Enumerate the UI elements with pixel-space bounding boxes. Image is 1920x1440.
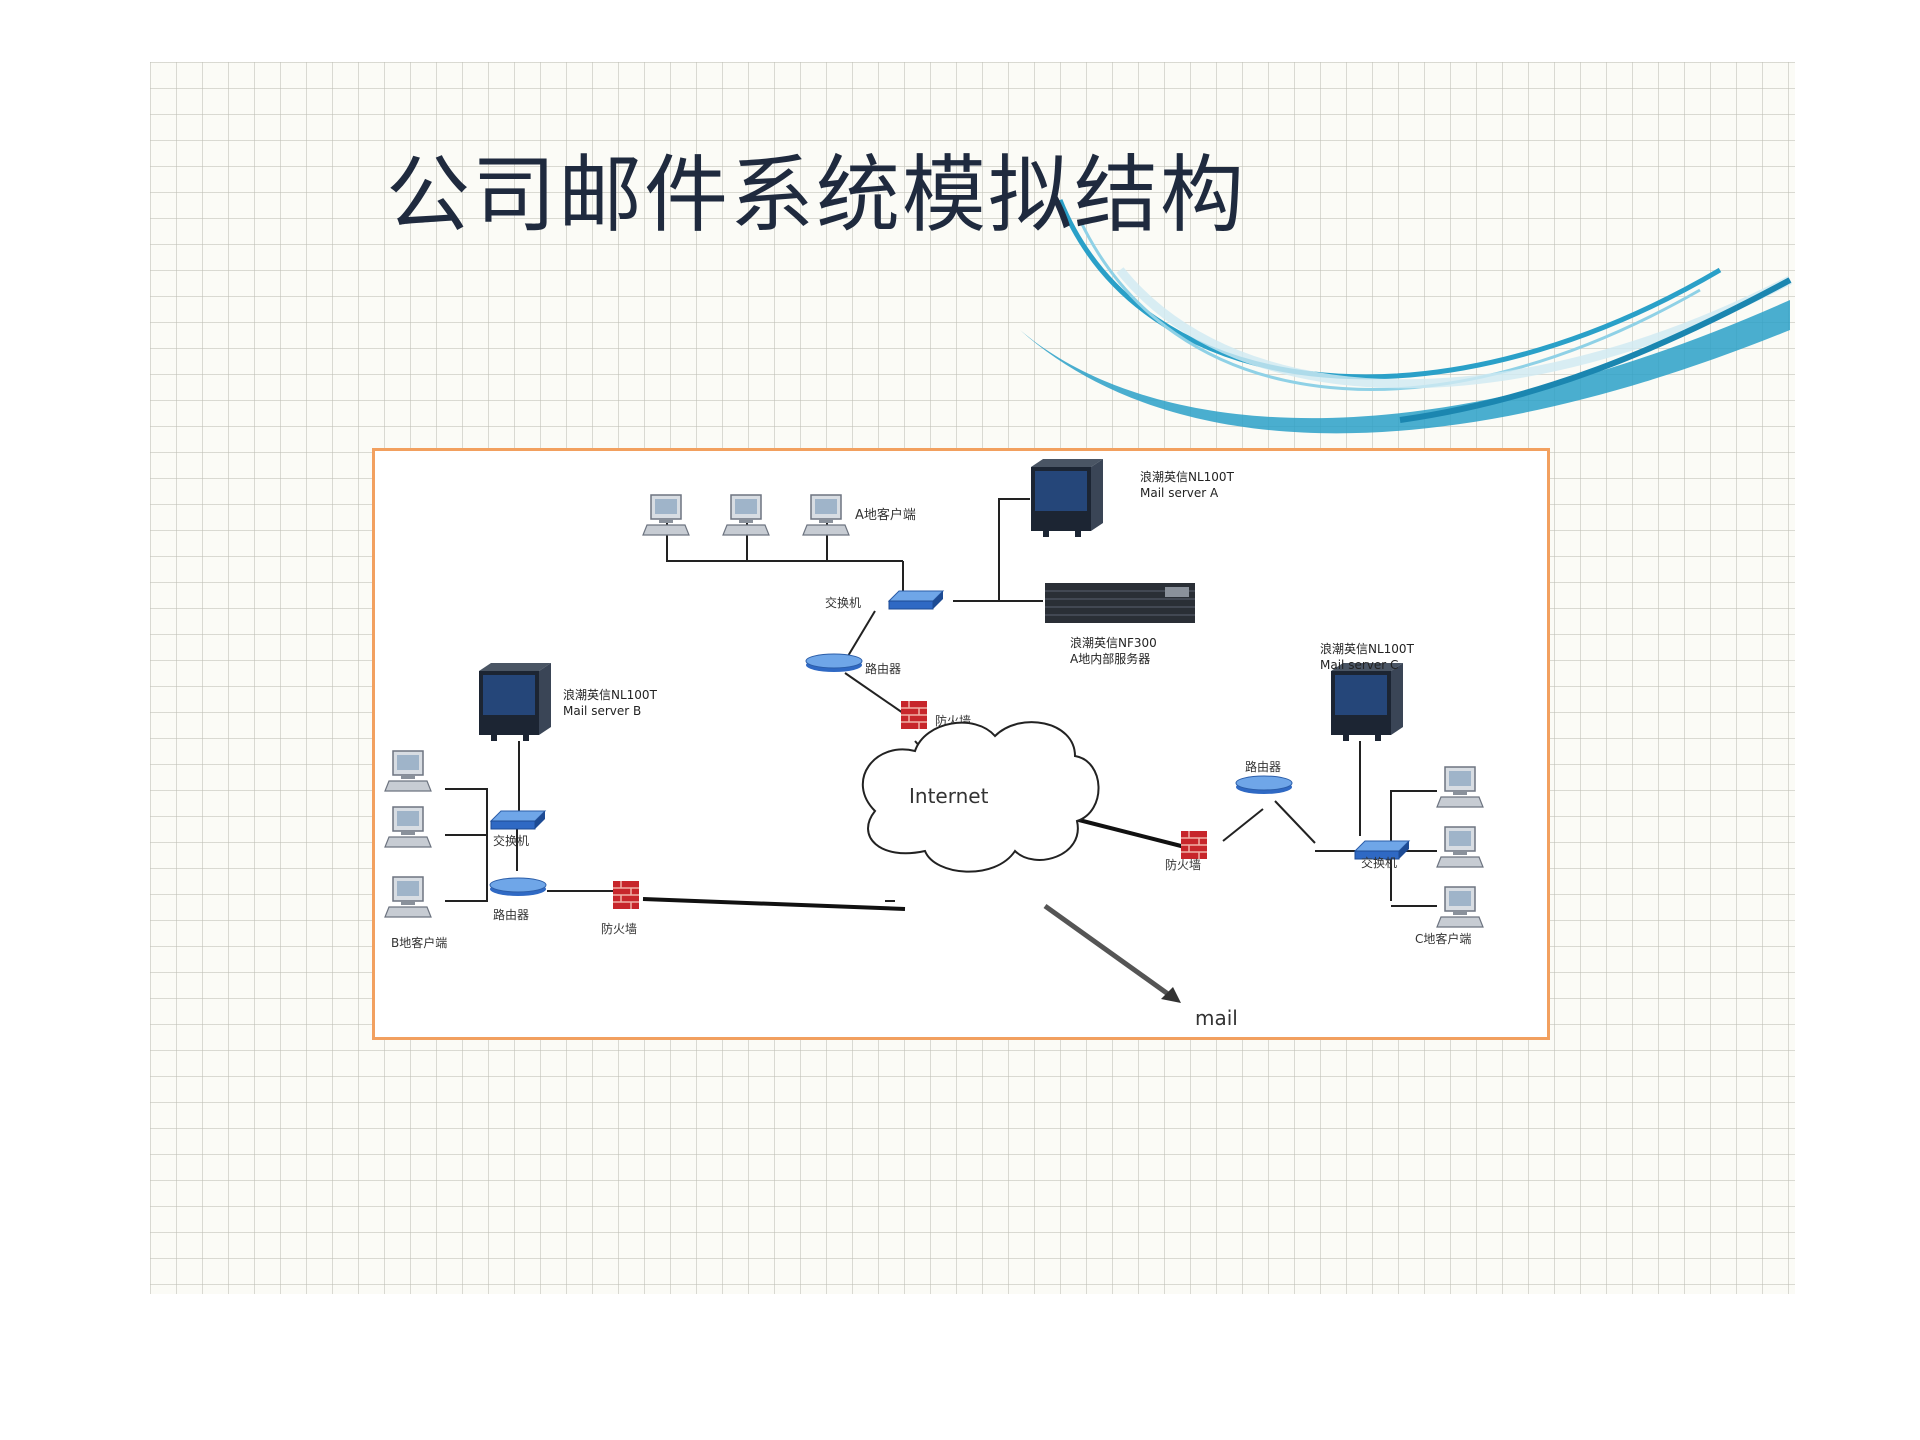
router-c-label: 路由器: [1245, 759, 1281, 774]
rack-server-label-line2: A地内部服务器: [1070, 651, 1150, 666]
internet-label: Internet: [909, 784, 989, 808]
client-b2-icon: [384, 806, 432, 848]
switch-b-label: 交换机: [493, 833, 529, 848]
client-a3-icon: [802, 494, 850, 536]
rack-server-icon: [1044, 582, 1196, 624]
switch-a-icon: [888, 590, 944, 610]
firewall-c-label: 防火墙: [1165, 857, 1201, 872]
mail-label: mail: [1195, 1006, 1238, 1030]
server-c-label-line2: Mail server C: [1320, 658, 1398, 672]
client-c3-icon: [1436, 886, 1484, 928]
switch-a-label: 交换机: [825, 595, 861, 610]
router-a-label: 路由器: [865, 661, 901, 676]
client-a2-icon: [722, 494, 770, 536]
internet-cloud: Internet: [861, 721, 1100, 873]
mail-server-a-icon: [1031, 459, 1103, 537]
firewall-b-label: 防火墙: [601, 921, 637, 936]
server-c-label-line1: 浪潮英信NL100T: [1320, 641, 1415, 656]
client-a1-icon: [642, 494, 690, 536]
link-internet-firewall-c: [1074, 817, 1186, 849]
diagram-frame: A地客户端 交换机 路由器 防火墙 浪潮英信NL100T Mail server…: [372, 448, 1550, 1040]
clients-a-label: A地客户端: [855, 507, 916, 523]
clients-c-label: C地客户端: [1415, 931, 1471, 946]
client-b1-icon: [384, 750, 432, 792]
router-b-icon: [489, 877, 547, 897]
firewall-c-icon: [1180, 830, 1208, 860]
firewall-a-icon: [900, 700, 928, 730]
client-c2-icon: [1436, 826, 1484, 868]
firewall-b-icon: [612, 880, 640, 910]
server-b-label-line1: 浪潮英信NL100T: [563, 687, 658, 702]
mail-server-b-icon: [479, 663, 551, 741]
server-b-label-line2: Mail server B: [563, 704, 641, 718]
router-c-icon: [1235, 775, 1293, 795]
link-firewall-b-internet: [642, 897, 906, 911]
router-b-label: 路由器: [493, 907, 529, 922]
mail-arrowhead: [1161, 987, 1181, 1003]
link-internet-mail: [1043, 903, 1177, 1002]
decorative-swoosh: [1020, 199, 1793, 434]
slide-title: 公司邮件系统模拟结构: [386, 146, 1247, 244]
client-c1-icon: [1436, 766, 1484, 808]
rack-server-label-line1: 浪潮英信NF300: [1070, 635, 1157, 650]
server-a-label-line2: Mail server A: [1140, 486, 1219, 500]
router-a-icon: [805, 653, 863, 673]
server-a-label-line1: 浪潮英信NL100T: [1140, 469, 1235, 484]
client-b3-icon: [384, 876, 432, 918]
network-diagram: A地客户端 交换机 路由器 防火墙 浪潮英信NL100T Mail server…: [384, 459, 1484, 1030]
switch-c-label: 交换机: [1361, 855, 1397, 870]
mail-server-c-icon: [1331, 663, 1403, 741]
clients-b-label: B地客户端: [391, 935, 447, 950]
switch-b-icon: [490, 810, 546, 830]
